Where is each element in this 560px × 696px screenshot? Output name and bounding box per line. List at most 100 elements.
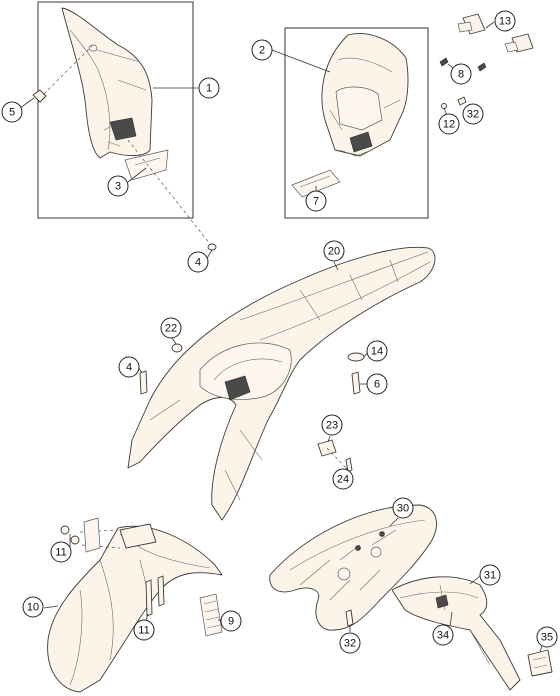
callout-label: 8 [458,69,464,81]
callout-circle [366,373,388,395]
leader-34 [449,611,453,627]
callout-circle [339,632,361,654]
callout-circle [305,190,327,212]
callout-label: 4 [126,362,132,374]
leader-23 [327,435,331,443]
callout-c34: 34 [432,624,454,646]
callout-c9: 9 [220,610,242,632]
callout-circle [220,610,242,632]
leader-30 [389,517,399,527]
callout-label: 11 [55,547,66,559]
callout-label: 11 [138,625,149,637]
leader-3 [127,167,147,183]
callout-label: 13 [499,16,511,28]
group-frame-headlight-mask-alt [284,27,429,219]
leader-35 [539,645,543,653]
callout-label: 3 [115,181,121,193]
callout-c12: 12 [438,113,460,135]
callout-label: 5 [9,107,15,119]
callout-circle [107,175,129,197]
part-screw-6 [351,371,361,395]
callout-circle [118,356,140,378]
part-rear-fender [127,246,436,521]
part-nut-11-top [60,525,80,545]
callout-c30: 30 [392,497,414,519]
leader-20 [333,261,339,271]
leader-2 [271,49,331,73]
callout-circle [438,113,460,135]
callout-circle [450,63,472,85]
part-fastener-8 [439,57,487,72]
callout-circle [432,624,454,646]
callout-label: 31 [484,570,496,582]
callout-label: 4 [195,257,201,269]
callout-circle [50,541,72,563]
callout-circle [366,340,388,362]
callout-label: 35 [541,632,553,644]
leader-5 [19,97,35,109]
part-nut-22 [171,343,183,353]
callout-c10: 10 [22,596,44,618]
part-sticker-9 [199,593,223,637]
callout-label: 22 [165,323,177,335]
part-front-fender [47,523,223,693]
part-screw-4-mid [139,370,148,395]
callout-c4b: 4 [118,356,140,378]
leader-11b [145,613,149,621]
part-headlight-mask-front [321,33,409,157]
part-nut-12 [441,103,447,109]
callout-c32b: 32 [339,632,361,654]
callout-label: 6 [374,379,380,391]
callout-circle [392,497,414,519]
callout-c35: 35 [536,626,558,648]
callout-c11a: 11 [50,541,72,563]
callout-c13: 13 [494,10,516,32]
callout-circle [536,626,558,648]
callout-circle [479,564,501,586]
callout-circle [323,240,345,262]
callout-c2: 2 [251,39,273,61]
group-frame-headlight-mask [37,1,194,219]
callout-label: 30 [397,503,409,515]
callout-c3: 3 [107,175,129,197]
part-grommet-14 [347,352,365,362]
leader-22 [171,337,177,345]
callout-label: 32 [467,109,479,121]
callout-c32a: 32 [462,103,484,125]
callout-label: 14 [371,346,383,358]
callout-circle [160,317,182,339]
callout-c4a: 4 [187,251,209,273]
callout-label: 1 [206,83,212,95]
callout-c24: 24 [332,468,354,490]
callout-label: 9 [228,616,234,628]
callout-c1: 1 [198,77,220,99]
callout-circle [321,414,343,436]
callout-circle [1,101,23,123]
part-screw-11-bottom [145,575,165,617]
callout-c23: 23 [321,414,343,436]
callout-c6: 6 [366,373,388,395]
part-screw-5 [32,89,47,103]
part-screw-32-top [457,96,467,106]
callout-circle [187,251,209,273]
callout-label: 20 [328,246,340,258]
callout-circle [462,103,484,125]
callout-c22: 22 [160,317,182,339]
part-side-panel [269,504,437,631]
callout-circle [22,596,44,618]
callout-label: 10 [27,602,39,614]
callout-circle [133,619,155,641]
callout-circle [198,77,220,99]
part-fastener-4-top [207,243,217,251]
leader-10 [43,605,59,609]
part-sticker [124,149,169,181]
part-headlight-mask-side [61,7,153,159]
leader-13 [485,21,495,29]
callout-c14: 14 [366,340,388,362]
callout-circle [251,39,273,61]
callout-c8: 8 [450,63,472,85]
callout-label: 2 [259,45,265,57]
callout-label: 34 [437,630,449,642]
callout-label: 32 [344,638,356,650]
